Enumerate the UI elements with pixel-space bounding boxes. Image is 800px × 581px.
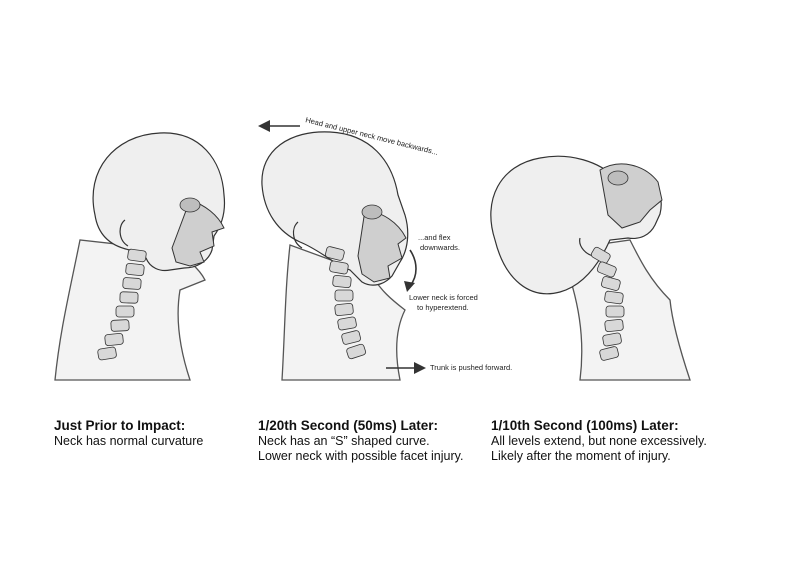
spine-50ms xyxy=(325,246,367,360)
caption-title: Just Prior to Impact: xyxy=(54,418,186,433)
arrow-head-back xyxy=(258,120,300,132)
annotation-trunk: Trunk is pushed forward. xyxy=(430,363,512,372)
annotation-lower-line2: to hyperextend. xyxy=(417,303,469,312)
caption-prior: Just Prior to Impact: Neck has normal cu… xyxy=(54,418,203,449)
caption-line: Neck has normal curvature xyxy=(54,434,204,448)
arrow-trunk-forward xyxy=(386,362,426,374)
spine-100ms xyxy=(590,246,625,361)
caption-line: All levels extend, but none excessively. xyxy=(491,434,707,448)
caption-line: Lower neck with possible facet injury. xyxy=(258,449,464,463)
caption-line: Likely after the moment of injury. xyxy=(491,449,671,463)
annotation-lower-line1: Lower neck is forced xyxy=(409,293,478,302)
spine-prior xyxy=(97,248,147,361)
annotation-flex-line2: downwards. xyxy=(420,243,460,252)
figure-100ms xyxy=(490,155,691,381)
caption-50ms: 1/20th Second (50ms) Later: Neck has an … xyxy=(258,418,463,464)
caption-line: Neck has an “S” shaped curve. xyxy=(258,434,430,448)
arrow-flex-down xyxy=(404,249,417,292)
caption-title: 1/20th Second (50ms) Later: xyxy=(258,418,439,433)
caption-100ms: 1/10th Second (100ms) Later: All levels … xyxy=(491,418,707,464)
caption-title: 1/10th Second (100ms) Later: xyxy=(491,418,679,433)
figure-50ms: Head and upper neck move backwards... ..… xyxy=(258,115,512,381)
annotation-flex-line1: ...and flex xyxy=(418,233,451,242)
figure-prior-to-impact xyxy=(54,132,226,381)
